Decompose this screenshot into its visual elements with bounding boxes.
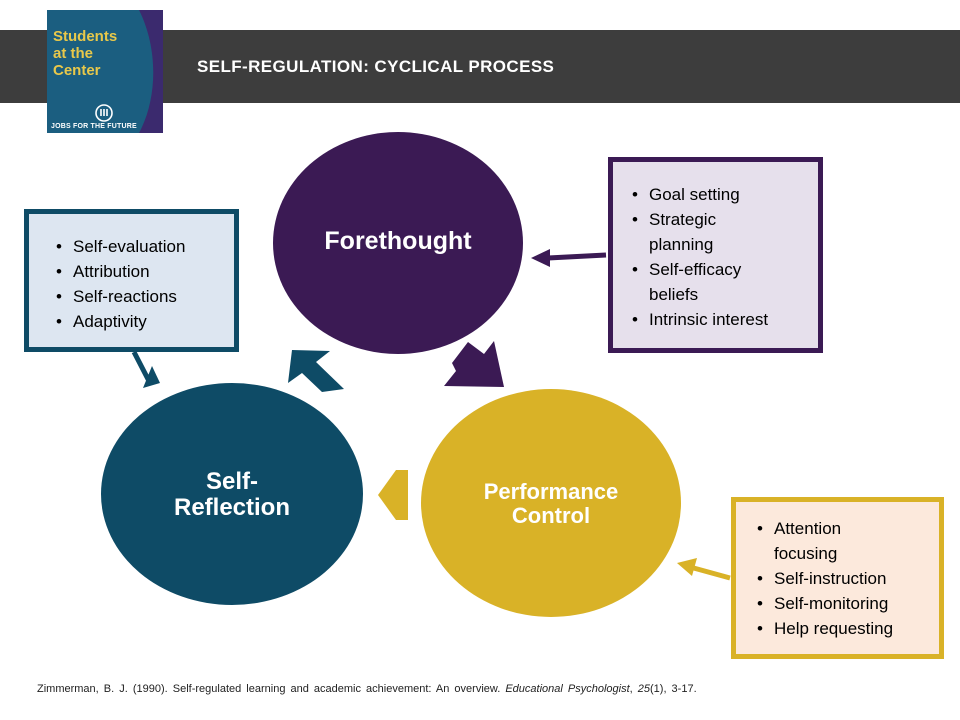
logo-background [47, 10, 163, 133]
list-item: Attention focusing [752, 516, 884, 566]
list-self-reflection: Self-evaluation Attribution Self-reactio… [51, 234, 226, 334]
list-item: Intrinsic interest [627, 307, 812, 332]
citation-separator: , [629, 683, 638, 695]
citation-issue: (1), 3-17. [650, 683, 697, 695]
connector-forethought-head [531, 249, 550, 267]
list-item: Goal setting [627, 182, 812, 207]
logo-org: JOBS FOR THE FUTURE [51, 123, 137, 130]
connector-performance-head [677, 558, 697, 576]
logo: Students at the Center JOBS FOR THE FUTU… [47, 10, 163, 133]
list-item: Attribution [51, 259, 226, 284]
list-item: Help requesting [752, 616, 935, 641]
list-performance-control: Attention focusing Self-instruction Self… [752, 516, 935, 641]
node-forethought [273, 132, 523, 354]
list-item: Self-instruction [752, 566, 935, 591]
node-label-forethought: Forethought [324, 227, 472, 256]
logo-line-3: Center [53, 62, 101, 79]
list-item: Self-efficacy beliefs [627, 257, 779, 307]
connector-forethought [547, 252, 607, 261]
list-item: Self-monitoring [752, 591, 935, 616]
list-item: Strategic planning [627, 207, 759, 257]
page-title: SELF-REGULATION: CYCLICAL PROCESS [197, 57, 555, 76]
logo-line-2: at the [53, 45, 94, 62]
node-performance-control [421, 389, 681, 617]
citation-volume: 25 [637, 683, 650, 695]
citation-journal: Educational Psychologist [505, 683, 630, 695]
node-self-reflection [101, 383, 363, 605]
connector-reflection-head [143, 366, 160, 388]
list-item: Adaptivity [51, 309, 226, 334]
citation-text: Zimmerman, B. J. (1990). Self-regulated … [37, 683, 506, 695]
list-item: Self-evaluation [51, 234, 226, 259]
list-item: Self-reactions [51, 284, 226, 309]
arrow-forethought-to-performance [444, 341, 504, 387]
logo-text: Students at the Center [53, 28, 117, 79]
node-label-performance-control: Performance Control [483, 478, 619, 528]
jff-mark-icon [95, 104, 113, 122]
citation: Zimmerman, B. J. (1990). Self-regulated … [37, 683, 697, 695]
arrow-reflection-to-forethought [288, 350, 344, 392]
connector-performance [689, 564, 731, 581]
arrow-performance-to-reflection [378, 470, 408, 520]
logo-line-1: Students [53, 28, 118, 45]
box-self-reflection: Self-evaluation Attribution Self-reactio… [24, 209, 239, 352]
list-forethought: Goal setting Strategic planning Self-eff… [627, 182, 812, 332]
box-forethought: Goal setting Strategic planning Self-eff… [608, 157, 823, 353]
box-performance-control: Attention focusing Self-instruction Self… [731, 497, 944, 659]
node-label-self-reflection: Self- Reflection [173, 467, 290, 521]
